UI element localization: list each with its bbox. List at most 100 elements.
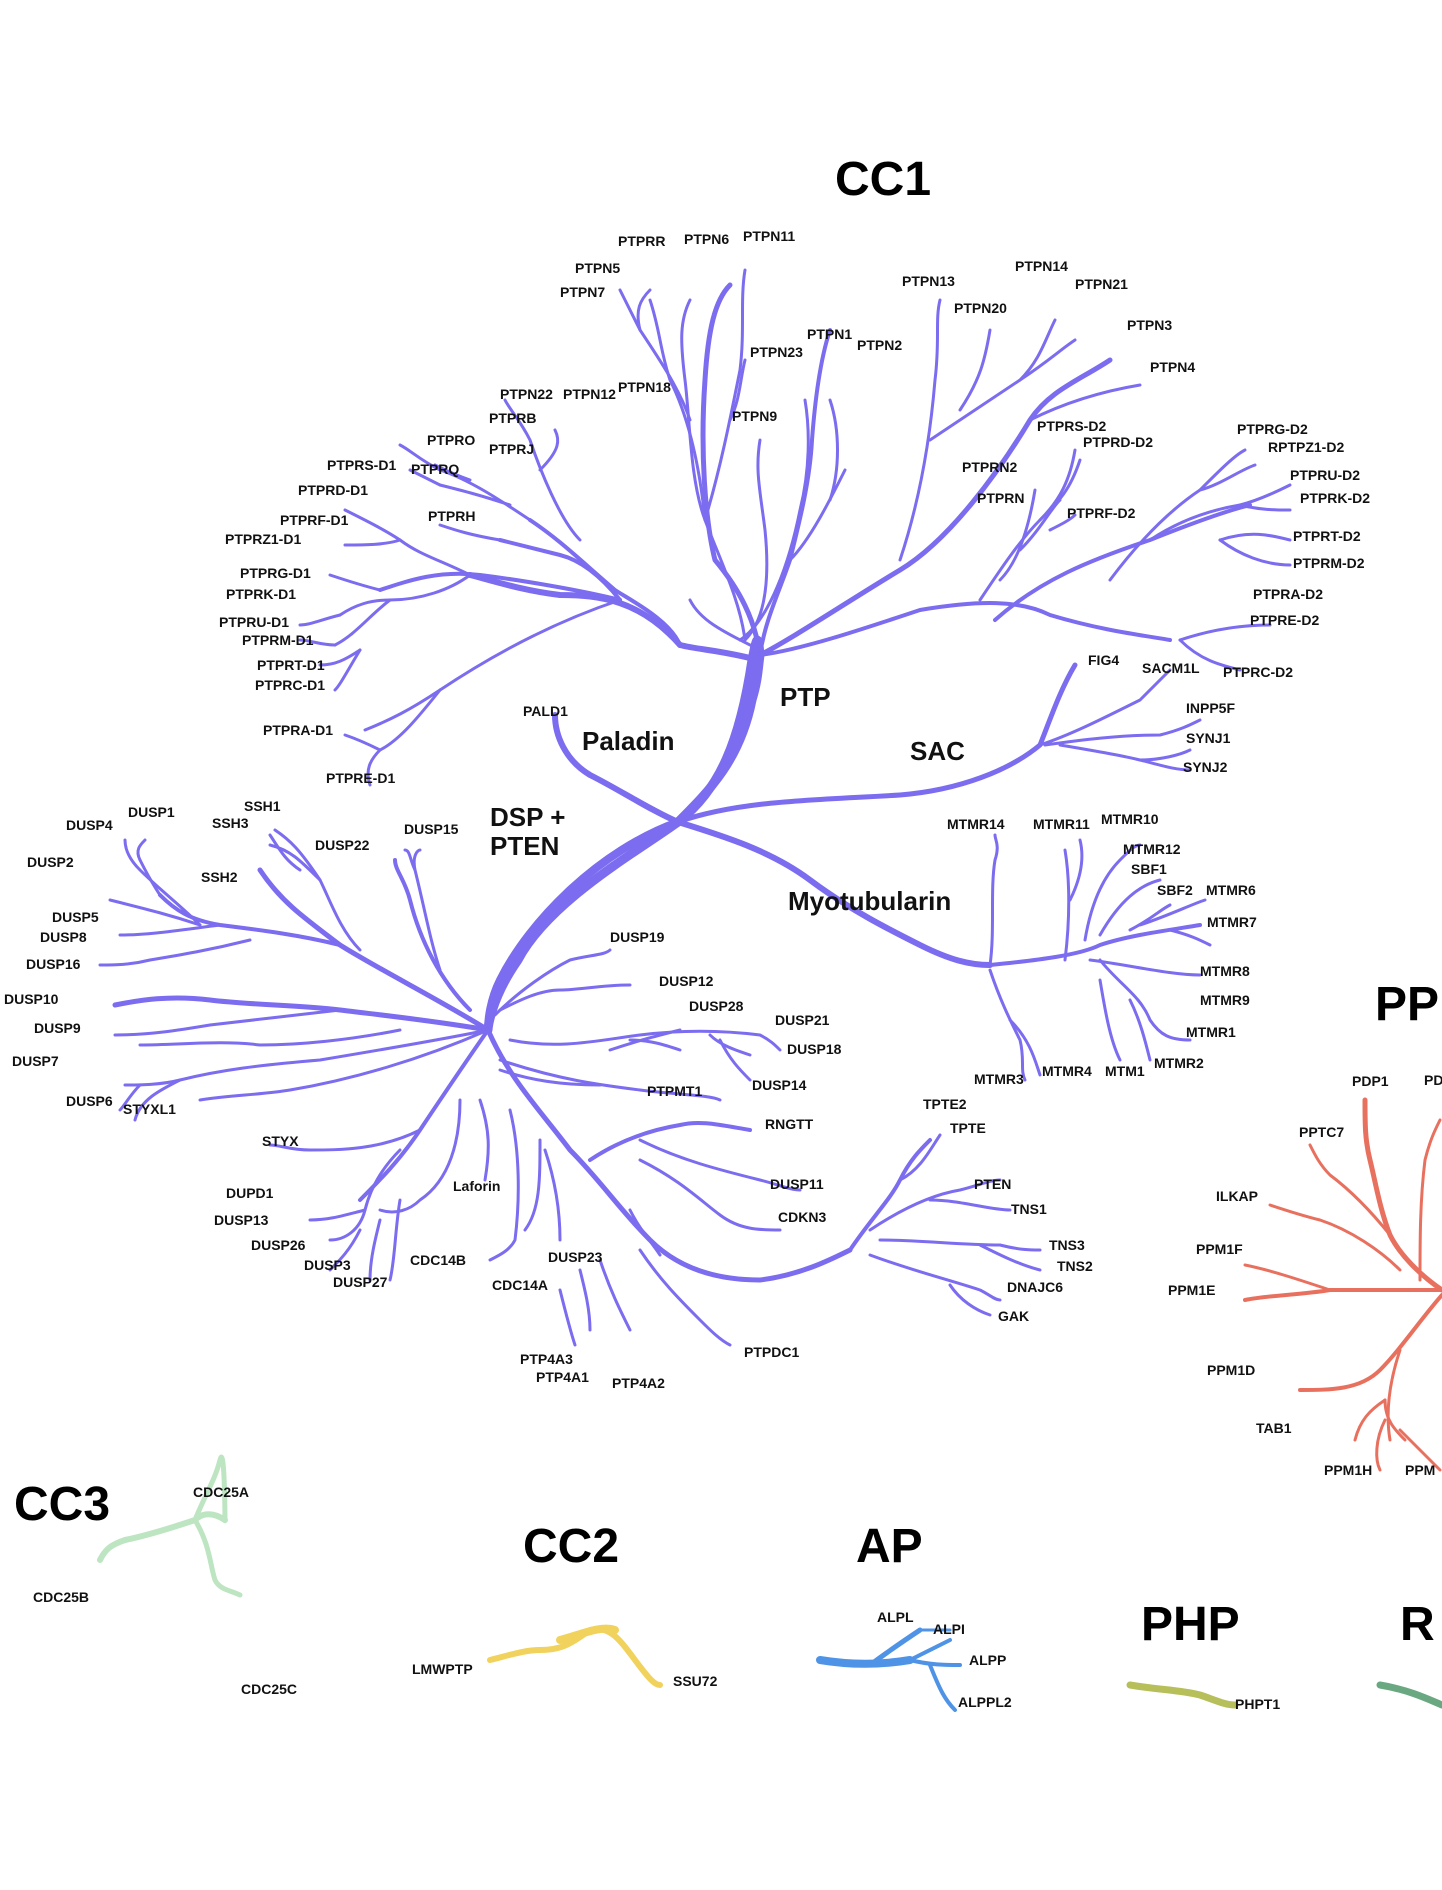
- leaf-label: PTPRH: [428, 508, 475, 524]
- leaf-label: PTPRT-D1: [257, 657, 325, 673]
- leaf-label: INPP5F: [1186, 700, 1235, 716]
- leaf-label: LMWPTP: [412, 1661, 473, 1677]
- leaf-label: PTPRT-D2: [1293, 528, 1361, 544]
- leaf-label: PTPRS-D2: [1037, 418, 1106, 434]
- leaf-label: PPM1F: [1196, 1241, 1243, 1257]
- leaf-label: PTPRN: [977, 490, 1024, 506]
- leaf-label: PTPN12: [563, 386, 616, 402]
- leaf-label: STYX: [262, 1133, 299, 1149]
- leaf-label: TNS2: [1057, 1258, 1093, 1274]
- leaf-label: PTPRF-D1: [280, 512, 349, 528]
- leaf-label: DUSP1: [128, 804, 175, 820]
- leaf-label: SSH1: [244, 798, 281, 814]
- leaf-label: CDC25A: [193, 1484, 249, 1500]
- leaf-label: SYNJ2: [1183, 759, 1228, 775]
- leaf-label: PPM1H: [1324, 1462, 1372, 1478]
- leaf-label: PTPN9: [732, 408, 777, 424]
- leaf-label: PTPRZ1-D1: [225, 531, 301, 547]
- leaf-label: SBF2: [1157, 882, 1193, 898]
- leaf-label: DUSP16: [26, 956, 81, 972]
- leaf-label: PTPRA-D1: [263, 722, 333, 738]
- leaf-label: DUSP22: [315, 837, 370, 853]
- leaf-label: MTMR2: [1154, 1055, 1204, 1071]
- ap-branches: [816, 1627, 962, 1712]
- leaf-label: PPM1D: [1207, 1362, 1255, 1378]
- leaf-label: PD: [1424, 1072, 1442, 1088]
- cc3-title: CC3: [14, 1478, 110, 1531]
- leaf-label: SBF1: [1131, 861, 1167, 877]
- leaf-label: PTPN3: [1127, 317, 1172, 333]
- leaf-label: SYNJ1: [1186, 730, 1231, 746]
- leaf-label: FIG4: [1088, 652, 1119, 668]
- leaf-label: MTMR11: [1033, 816, 1090, 832]
- leaf-label: MTMR6: [1206, 882, 1256, 898]
- leaf-label: GAK: [998, 1308, 1029, 1324]
- leaf-label: MTMR7: [1207, 914, 1257, 930]
- ptp-main-trunk: [673, 650, 765, 827]
- leaf-label: DUSP23: [548, 1249, 603, 1265]
- sac-leaf-labels: FIG4 SACM1L INPP5F SYNJ1 SYNJ2: [1088, 652, 1235, 775]
- leaf-label: TNS1: [1011, 1201, 1047, 1217]
- leaf-label: PTPN5: [575, 260, 620, 276]
- ptp-label: PTP: [780, 682, 831, 712]
- leaf-label: ALPPL2: [958, 1694, 1012, 1710]
- dsp-label-line2: PTEN: [490, 831, 559, 861]
- leaf-label: MTMR12: [1123, 841, 1181, 857]
- leaf-label: CDC14B: [410, 1252, 466, 1268]
- cc3-branches: [97, 1454, 243, 1598]
- leaf-label: PTEN: [974, 1176, 1011, 1192]
- cc2-title: CC2: [523, 1520, 619, 1573]
- leaf-label: ALPI: [933, 1621, 965, 1637]
- leaf-label: CDC25B: [33, 1589, 89, 1605]
- leaf-label: PTPRM-D1: [242, 632, 314, 648]
- leaf-label: DUSP18: [787, 1041, 842, 1057]
- leaf-label: DUPD1: [226, 1185, 274, 1201]
- leaf-label: PTPDC1: [744, 1344, 799, 1360]
- leaf-label: CDC25C: [241, 1681, 297, 1697]
- leaf-label: PTP4A2: [612, 1375, 665, 1391]
- leaf-label: PTPN23: [750, 344, 803, 360]
- leaf-label: PTPRA-D2: [1253, 586, 1323, 602]
- subfamily-labels: PTP Paladin SAC Myotubularin DSP + PTEN: [490, 682, 965, 916]
- leaf-label: RNGTT: [765, 1116, 814, 1132]
- leaf-label: PTPN20: [954, 300, 1007, 316]
- pp-branches: [1243, 1097, 1442, 1472]
- leaf-label: TPTE2: [923, 1096, 967, 1112]
- leaf-label: DUSP14: [752, 1077, 807, 1093]
- dsp-leaf-labels: DUSP4 DUSP1 SSH1 SSH3 DUSP22 DUSP15 DUSP…: [4, 798, 1093, 1391]
- ap-title: AP: [856, 1520, 923, 1573]
- leaf-label: PTPRD-D1: [298, 482, 368, 498]
- php-title: PHP: [1141, 1598, 1240, 1651]
- leaf-label: DUSP12: [659, 973, 714, 989]
- leaf-label: PTPMT1: [647, 1083, 702, 1099]
- leaf-label: PTPN13: [902, 273, 955, 289]
- leaf-label: PTPRQ: [411, 461, 459, 477]
- leaf-label: PTPRS-D1: [327, 457, 396, 473]
- leaf-label: PPTC7: [1299, 1124, 1344, 1140]
- leaf-label: PTP4A1: [536, 1369, 589, 1385]
- leaf-label: PTPRM-D2: [1293, 555, 1365, 571]
- leaf-label: SSH2: [201, 869, 238, 885]
- leaf-label: MTMR1: [1186, 1024, 1236, 1040]
- leaf-label: MTMR4: [1042, 1063, 1092, 1079]
- leaf-label: PTPRG-D1: [240, 565, 311, 581]
- leaf-label: PTPN22: [500, 386, 553, 402]
- pp-leaf-labels: PDP1 PD PPTC7 ILKAP PPM1F PPM1E PPM1D TA…: [1168, 1072, 1442, 1478]
- leaf-label: PTPN4: [1150, 359, 1195, 375]
- leaf-label: PTPRC-D1: [255, 677, 325, 693]
- leaf-label: TNS3: [1049, 1237, 1085, 1253]
- leaf-label: PTPRR: [618, 233, 665, 249]
- leaf-label: PTPRD-D2: [1083, 434, 1153, 450]
- leaf-label: DUSP4: [66, 817, 113, 833]
- leaf-label: PTP4A3: [520, 1351, 573, 1367]
- leaf-label: PTPRF-D2: [1067, 505, 1136, 521]
- leaf-label: PTPRB: [489, 410, 536, 426]
- leaf-label: MTMR14: [947, 816, 1005, 832]
- leaf-label: DNAJC6: [1007, 1279, 1063, 1295]
- leaf-label: PALD1: [523, 703, 568, 719]
- leaf-label: MTMR10: [1101, 811, 1159, 827]
- leaf-label: DUSP8: [40, 929, 87, 945]
- leaf-label: DUSP11: [770, 1176, 824, 1192]
- leaf-label: TAB1: [1256, 1420, 1292, 1436]
